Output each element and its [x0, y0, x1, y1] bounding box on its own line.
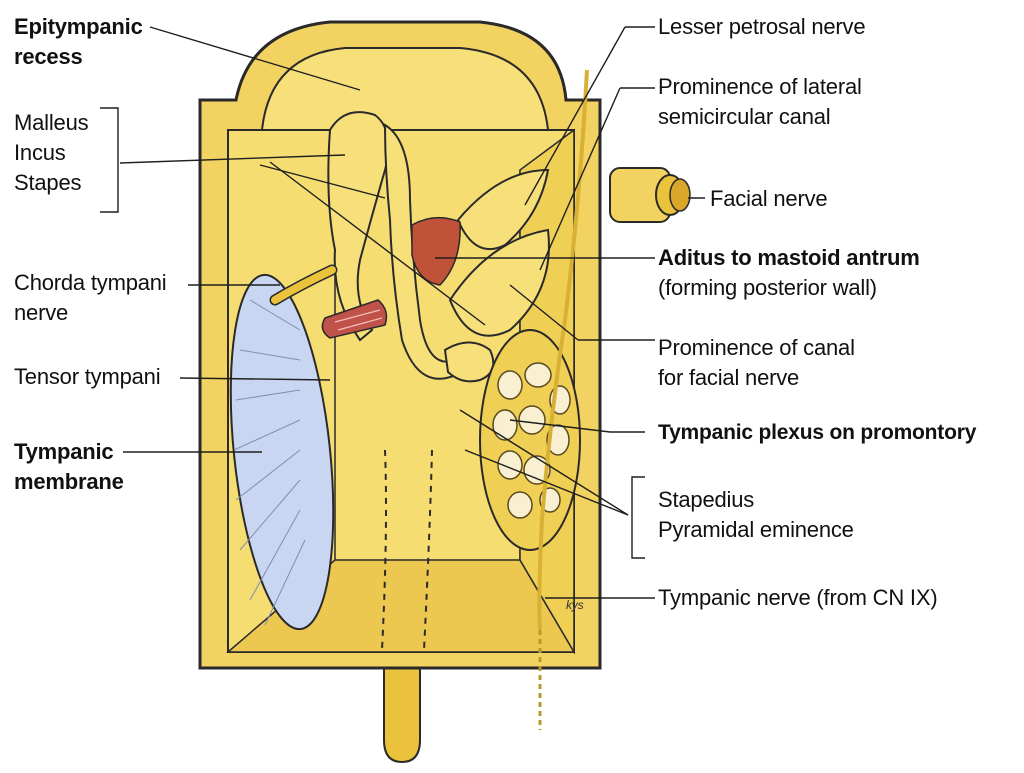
label-prominence-lateral-line2: semicircular canal	[658, 104, 831, 129]
label-aditus-line2: (forming posterior wall)	[658, 275, 877, 300]
label-lesser-petrosal-nerve: Lesser petrosal nerve	[658, 14, 866, 39]
label-prominence-facial-line2: for facial nerve	[658, 365, 800, 390]
label-tympanic-membrane-line1: Tympanic	[14, 439, 114, 464]
epitympanic-dome	[260, 47, 550, 131]
label-facial-nerve: Facial nerve	[710, 186, 828, 211]
label-aditus: Aditus to mastoid antrum (forming poster…	[658, 243, 920, 303]
stapes-shape	[443, 341, 495, 383]
chorda-tympani-fill	[271, 266, 336, 304]
facial-nerve-stub	[609, 167, 691, 223]
tympanic-membrane-shape	[229, 273, 335, 631]
membrane-radial-lines	[233, 299, 306, 626]
label-stapedius-group: Stapedius Pyramidal eminence	[658, 485, 854, 545]
label-prominence-facial-line1: Prominence of canal	[658, 335, 855, 360]
label-tensor-tympani: Tensor tympani	[14, 364, 161, 389]
label-chorda-line1: Chorda tympani	[14, 270, 167, 295]
label-prominence-lateral-line1: Prominence of lateral	[658, 74, 862, 99]
label-chorda-tympani: Chorda tympani nerve	[14, 268, 167, 328]
label-chorda-line2: nerve	[14, 300, 69, 325]
label-stapes: Stapes	[14, 170, 82, 195]
label-aditus-line1: Aditus to mastoid antrum	[658, 245, 920, 270]
label-epitympanic-line2: recess	[14, 44, 83, 69]
facial-canal-prominence	[448, 228, 550, 337]
dashed-canal-left	[381, 449, 387, 651]
label-tympanic-nerve: Tympanic nerve (from CN IX)	[658, 585, 938, 610]
label-prominence-lateral-canal: Prominence of lateral semicircular canal	[658, 72, 862, 132]
label-incus: Incus	[14, 140, 66, 165]
tensor-fibers	[334, 309, 383, 331]
bracket-ossicles	[100, 107, 119, 213]
aditus-opening	[411, 216, 461, 286]
label-prominence-facial-canal: Prominence of canal for facial nerve	[658, 333, 855, 393]
dashed-canal-right	[423, 449, 433, 651]
lateral-canal-prominence	[456, 168, 550, 250]
label-tympanic-plexus: Tympanic plexus on promontory	[658, 421, 977, 444]
label-malleus: Malleus	[14, 110, 89, 135]
label-pyramidal-eminence: Pyramidal eminence	[658, 517, 854, 542]
bottom-tube	[383, 654, 421, 764]
label-tympanic-membrane-line2: membrane	[14, 469, 124, 494]
malleus-shape	[327, 111, 390, 342]
label-epitympanic-line1: Epitympanic	[14, 14, 143, 39]
label-ossicles: Malleus Incus Stapes	[14, 108, 89, 198]
leader-lines	[119, 26, 705, 599]
label-tympanic-membrane: Tympanic membrane	[14, 437, 124, 497]
artist-signature: kys	[566, 598, 584, 612]
bracket-stapedius	[631, 476, 645, 559]
label-stapedius: Stapedius	[658, 487, 755, 512]
label-epitympanic-recess: Epitympanic recess	[14, 12, 143, 72]
tensor-tympani-muscle	[321, 299, 388, 339]
tympanic-plexus-network	[492, 362, 571, 519]
